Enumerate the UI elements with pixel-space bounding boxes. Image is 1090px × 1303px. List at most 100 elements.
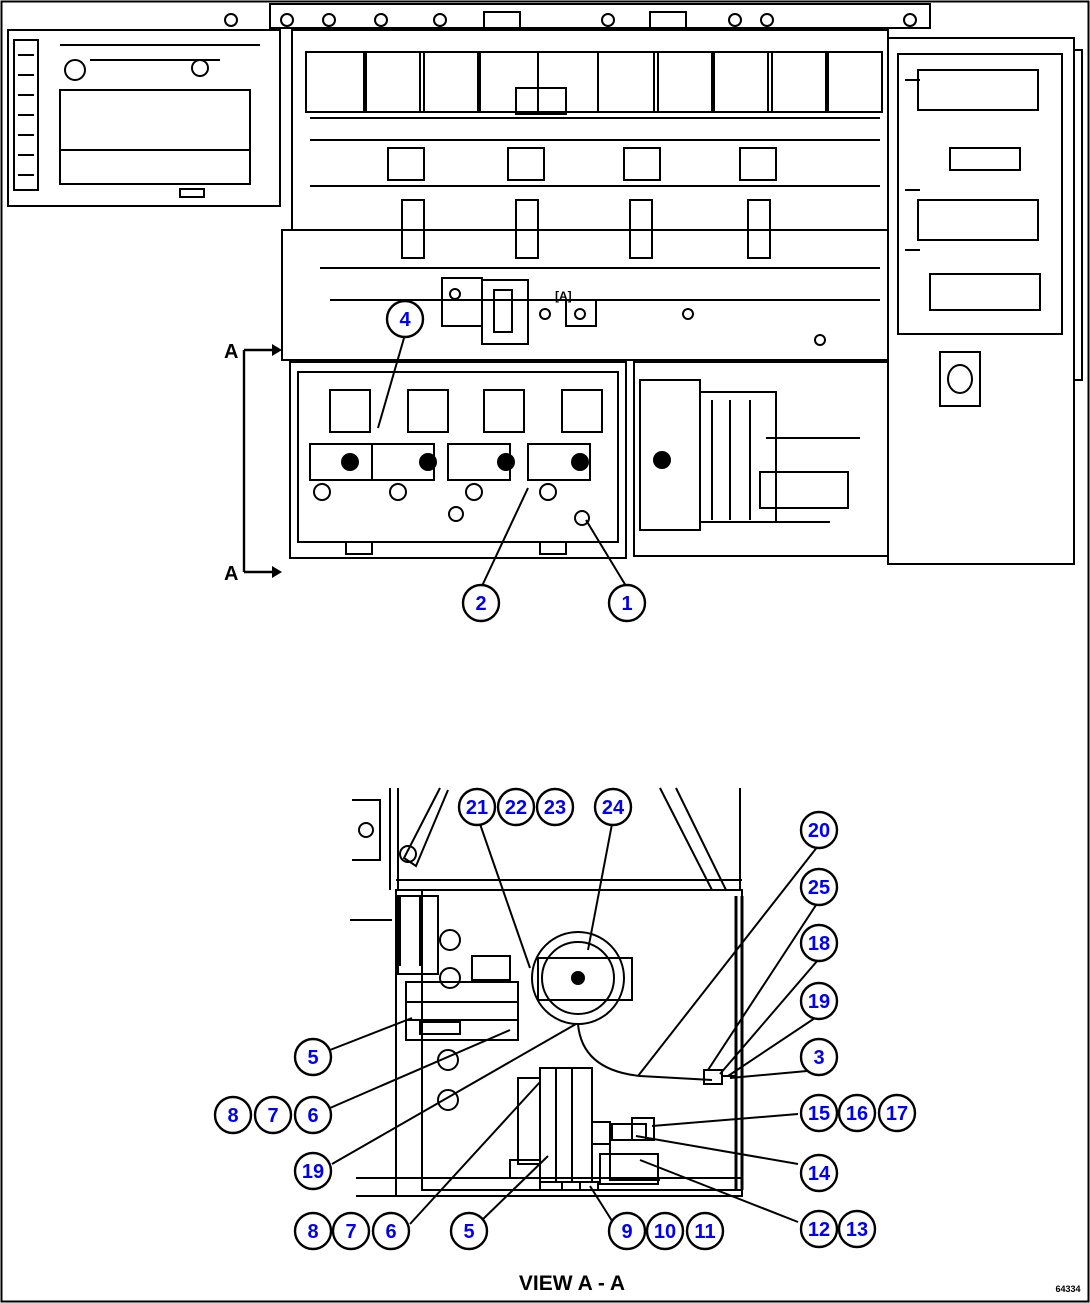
callout-circle bbox=[607, 1211, 647, 1251]
callout-circle bbox=[799, 867, 839, 907]
callout-14: 14 bbox=[799, 1153, 839, 1193]
top-view-callouts: 4 2 1 bbox=[385, 299, 647, 623]
callout-number: 17 bbox=[886, 1103, 908, 1125]
callout-3: 3 bbox=[799, 1037, 839, 1077]
callout-8: 8 bbox=[213, 1095, 253, 1135]
callout-8: 8 bbox=[293, 1211, 333, 1251]
callout-number: 10 bbox=[654, 1221, 676, 1243]
callout-number: 6 bbox=[385, 1221, 396, 1243]
callout-circle bbox=[837, 1209, 877, 1249]
callout-number: 7 bbox=[345, 1221, 356, 1243]
callout-number: 3 bbox=[813, 1047, 824, 1069]
callout-circle bbox=[799, 1093, 839, 1133]
callout-circle bbox=[645, 1211, 685, 1251]
callout-6: 6 bbox=[293, 1095, 333, 1135]
callout-23: 23 bbox=[535, 787, 575, 827]
callout-circle bbox=[799, 810, 839, 850]
callout-circle bbox=[293, 1211, 333, 1251]
callout-number: 19 bbox=[808, 991, 830, 1013]
callout-9: 9 bbox=[607, 1211, 647, 1251]
callout-number: 8 bbox=[307, 1221, 318, 1243]
callout-5: 5 bbox=[449, 1211, 489, 1251]
callout-number: 16 bbox=[846, 1103, 868, 1125]
callout-circle bbox=[331, 1211, 371, 1251]
callout-circle bbox=[593, 787, 633, 827]
callout-2: 2 bbox=[461, 583, 501, 623]
callout-number: 4 bbox=[399, 309, 411, 331]
callout-number: 13 bbox=[846, 1219, 868, 1241]
callout-number: 22 bbox=[505, 797, 527, 819]
callout-number: 23 bbox=[544, 797, 566, 819]
callout-circle bbox=[213, 1095, 253, 1135]
callout-circle bbox=[877, 1093, 917, 1133]
callout-circle bbox=[253, 1095, 293, 1135]
figure-number: 64334 bbox=[1055, 1284, 1080, 1294]
top-view-leaders bbox=[377, 337, 627, 587]
callout-number: 24 bbox=[602, 797, 625, 819]
callout-5: 5 bbox=[293, 1037, 333, 1077]
callout-7: 7 bbox=[331, 1211, 371, 1251]
callout-number: 8 bbox=[227, 1105, 238, 1127]
callout-12: 12 bbox=[799, 1209, 839, 1249]
callout-number: 15 bbox=[808, 1103, 830, 1125]
view-aa-drawing bbox=[350, 787, 744, 1197]
section-marker-top: A bbox=[224, 341, 282, 363]
callout-circle bbox=[449, 1211, 489, 1251]
callout-circle bbox=[461, 583, 501, 623]
callout-7: 7 bbox=[253, 1095, 293, 1135]
callout-6: 6 bbox=[371, 1211, 411, 1251]
callout-circle bbox=[607, 583, 647, 623]
callout-number: 25 bbox=[808, 877, 830, 899]
callout-15: 15 bbox=[799, 1093, 839, 1133]
callout-circle bbox=[799, 981, 839, 1021]
callout-24: 24 bbox=[593, 787, 633, 827]
callout-circle bbox=[799, 923, 839, 963]
callout-number: 21 bbox=[466, 797, 488, 819]
callout-number: 6 bbox=[307, 1105, 318, 1127]
callout-11: 11 bbox=[685, 1211, 725, 1251]
callout-17: 17 bbox=[877, 1093, 917, 1133]
callout-number: 18 bbox=[808, 933, 830, 955]
callout-19: 19 bbox=[293, 1151, 333, 1191]
callout-19: 19 bbox=[799, 981, 839, 1021]
callout-21: 21 bbox=[457, 787, 497, 827]
callout-number: 14 bbox=[808, 1163, 831, 1185]
callout-number: 5 bbox=[307, 1047, 318, 1069]
callout-circle bbox=[799, 1037, 839, 1077]
callout-number: 11 bbox=[694, 1221, 715, 1243]
top-view-drawing: [A] bbox=[7, 3, 1083, 565]
callout-circle bbox=[837, 1093, 877, 1133]
section-marker-bottom: A bbox=[224, 563, 282, 585]
callout-number: 2 bbox=[475, 593, 486, 615]
callout-number: 7 bbox=[267, 1105, 278, 1127]
callout-number: 1 bbox=[621, 593, 632, 615]
callout-4: 4 bbox=[385, 299, 425, 339]
callout-18: 18 bbox=[799, 923, 839, 963]
callout-circle bbox=[799, 1153, 839, 1193]
callout-circle bbox=[293, 1095, 333, 1135]
callout-circle bbox=[685, 1211, 725, 1251]
callout-circle bbox=[535, 787, 575, 827]
callout-16: 16 bbox=[837, 1093, 877, 1133]
callout-13: 13 bbox=[837, 1209, 877, 1249]
callout-number: 19 bbox=[302, 1161, 324, 1183]
view-title: VIEW A - A bbox=[519, 1272, 625, 1295]
view-aa-leaders bbox=[329, 823, 819, 1225]
svg-text:[A]: [A] bbox=[555, 289, 572, 303]
callout-circle bbox=[293, 1151, 333, 1191]
callout-number: 9 bbox=[621, 1221, 632, 1243]
callout-circle bbox=[799, 1209, 839, 1249]
callout-number: 12 bbox=[808, 1219, 830, 1241]
callout-number: 5 bbox=[463, 1221, 474, 1243]
callout-25: 25 bbox=[799, 867, 839, 907]
callout-number: 20 bbox=[808, 820, 830, 842]
section-letter-bottom: A bbox=[224, 563, 238, 585]
callout-circle bbox=[385, 299, 425, 339]
callout-10: 10 bbox=[645, 1211, 685, 1251]
callout-circle bbox=[293, 1037, 333, 1077]
section-letter-top: A bbox=[224, 341, 238, 363]
callout-1: 1 bbox=[607, 583, 647, 623]
